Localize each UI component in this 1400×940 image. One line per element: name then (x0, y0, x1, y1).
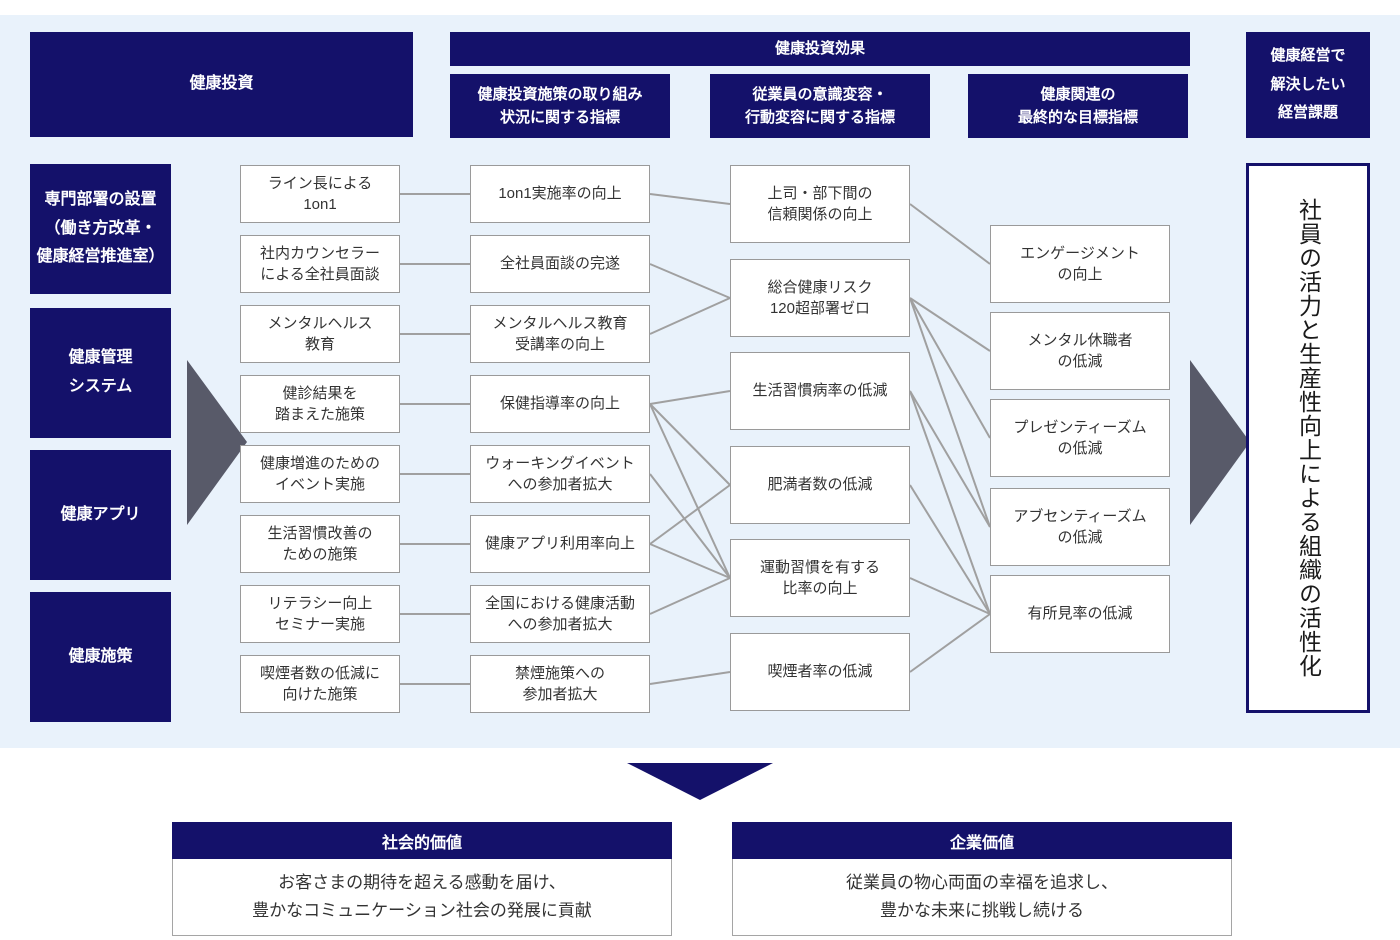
connector-line (649, 671, 731, 685)
connector-line (909, 613, 991, 673)
behavior-indicator-box-4: 運動習慣を有する 比率の向上 (730, 539, 910, 617)
effort-indicator-box-6: 全国における健康活動 への参加者拡大 (470, 585, 650, 643)
connector-line (649, 390, 731, 405)
social-value-header: 社会的価値 (172, 822, 672, 859)
right-flow-arrow-icon (1190, 360, 1250, 525)
effect-sub-header-1: 従業員の意識変容・ 行動変容に関する指標 (710, 74, 930, 138)
effort-indicator-box-1: 全社員面談の完遂 (470, 235, 650, 293)
connector-line (649, 484, 731, 545)
connector-line (649, 543, 731, 579)
effect-sub-header-2: 健康関連の 最終的な目標指標 (968, 74, 1188, 138)
effect-sub-header-0: 健康投資施策の取り組み 状況に関する指標 (450, 74, 670, 138)
connector-line (909, 484, 991, 615)
header-health-investment: 健康投資 (30, 32, 413, 137)
effort-indicator-box-4: ウォーキングイベント への参加者拡大 (470, 445, 650, 503)
connector-line (649, 403, 731, 486)
measure-box-7: 喫煙者数の低減に 向けた施策 (240, 655, 400, 713)
connector-line (649, 193, 731, 205)
connector-line (909, 390, 991, 528)
measure-box-0: ライン長による 1on1 (240, 165, 400, 223)
connector-line (909, 203, 991, 265)
behavior-indicator-box-3: 肥満者数の低減 (730, 446, 910, 524)
outcome-text: 社員の活力と生産性向上による組織の活性化 (1295, 198, 1322, 678)
connector-line (909, 577, 991, 615)
left-flow-arrow-icon (187, 360, 247, 525)
measure-box-6: リテラシー向上 セミナー実施 (240, 585, 400, 643)
header-management-issue: 健康経営で 解決したい 経営課題 (1246, 32, 1370, 138)
behavior-indicator-box-1: 総合健康リスク 120超部署ゼロ (730, 259, 910, 337)
effort-indicator-box-5: 健康アプリ利用率向上 (470, 515, 650, 573)
connector-line (909, 297, 991, 352)
target-indicator-box-3: アブセンティーズム の低減 (990, 488, 1170, 566)
input-category-box-3: 健康施策 (30, 592, 171, 722)
measure-box-3: 健診結果を 踏まえた施策 (240, 375, 400, 433)
social-value-body: お客さまの期待を超える感動を届け、 豊かなコミュニケーション社会の発展に貢献 (172, 859, 672, 936)
measure-box-2: メンタルヘルス 教育 (240, 305, 400, 363)
measure-box-1: 社内カウンセラー による全社員面談 (240, 235, 400, 293)
connector-line (909, 297, 991, 528)
connector-line (649, 403, 731, 579)
target-indicator-box-1: メンタル休職者 の低減 (990, 312, 1170, 390)
connector-line (909, 297, 991, 439)
behavior-indicator-box-0: 上司・部下間の 信頼関係の向上 (730, 165, 910, 243)
effort-indicator-box-0: 1on1実施率の向上 (470, 165, 650, 223)
effort-indicator-box-7: 禁煙施策への 参加者拡大 (470, 655, 650, 713)
connector-line (649, 297, 731, 335)
connector-line (909, 390, 991, 615)
input-category-box-1: 健康管理 システム (30, 308, 171, 438)
behavior-indicator-box-5: 喫煙者率の低減 (730, 633, 910, 711)
effort-indicator-box-3: 保健指導率の向上 (470, 375, 650, 433)
measure-box-5: 生活習慣改善の ための施策 (240, 515, 400, 573)
measure-box-4: 健康増進のための イベント実施 (240, 445, 400, 503)
down-arrow-icon (627, 763, 773, 800)
input-category-box-2: 健康アプリ (30, 450, 171, 580)
outcome-box: 社員の活力と生産性向上による組織の活性化 (1246, 163, 1370, 713)
target-indicator-box-4: 有所見率の低減 (990, 575, 1170, 653)
connector-line (649, 263, 731, 299)
corporate-value-header: 企業価値 (732, 822, 1232, 859)
behavior-indicator-box-2: 生活習慣病率の低減 (730, 352, 910, 430)
target-indicator-box-0: エンゲージメント の向上 (990, 225, 1170, 303)
connector-line (649, 577, 731, 615)
connector-line (649, 473, 731, 579)
input-category-box-0: 専門部署の設置 （働き方改革・ 健康経営推進室） (30, 164, 171, 294)
target-indicator-box-2: プレゼンティーズム の低減 (990, 399, 1170, 477)
header-health-investment-effect: 健康投資効果 (450, 32, 1190, 66)
effort-indicator-box-2: メンタルヘルス教育 受講率の向上 (470, 305, 650, 363)
corporate-value-body: 従業員の物心両面の幸福を追求し、 豊かな未来に挑戦し続ける (732, 859, 1232, 936)
